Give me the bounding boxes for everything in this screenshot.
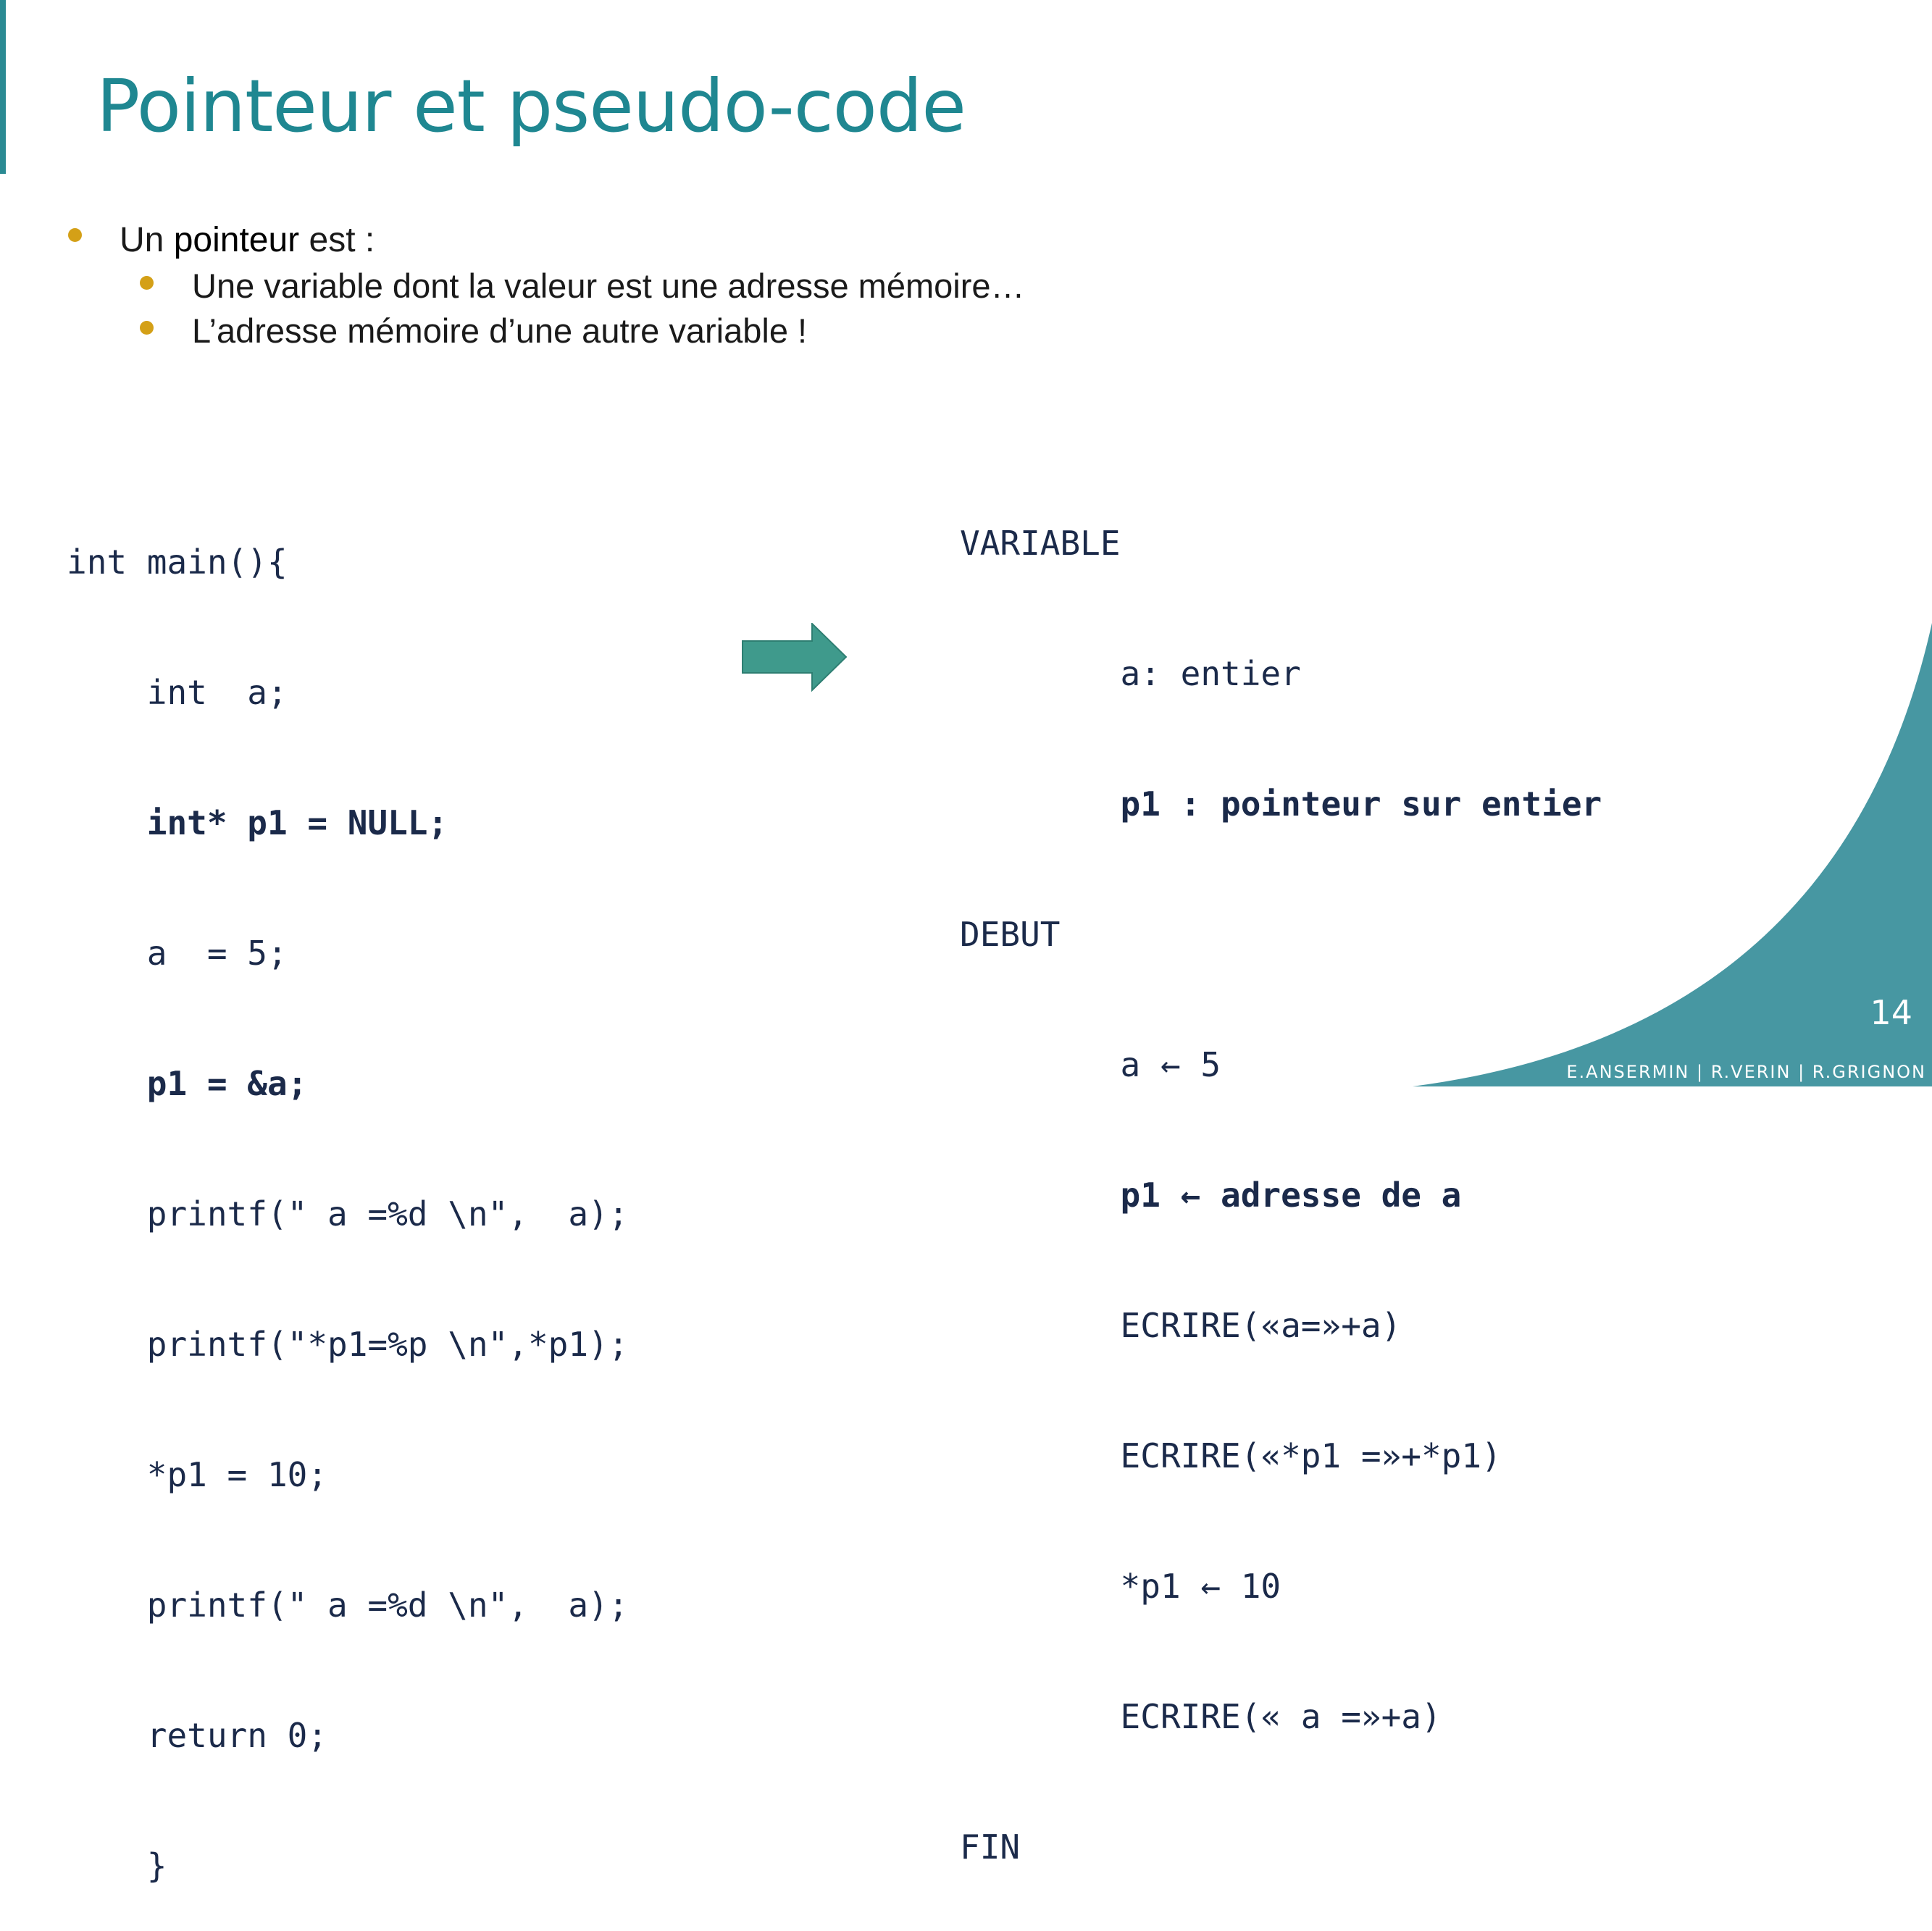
code-line: printf(" a =%d \n", a);	[67, 1586, 629, 1625]
code-line-highlighted: int* p1 = NULL;	[67, 803, 448, 842]
pseudo-line: a ← 5	[960, 1045, 1221, 1084]
page-number: 14	[1870, 993, 1912, 1032]
sub-bullet-text: L’adresse mémoire d’une autre variable !	[192, 311, 808, 350]
sub-bullet-address: L’adresse mémoire d’une autre variable !	[140, 309, 808, 353]
bullet-pointer-definition: Un pointeur est :	[68, 217, 375, 264]
pseudo-line: a: entier	[960, 654, 1301, 693]
sub-bullet-variable: Une variable dont la valeur est une adre…	[140, 264, 1025, 309]
bullet-dot-icon	[68, 228, 82, 242]
right-arrow-icon	[742, 623, 848, 692]
pseudo-line: *p1 ← 10	[960, 1567, 1281, 1606]
sub-bullet-text: Une variable dont la valeur est une adre…	[192, 267, 1025, 305]
code-line: }	[67, 1846, 167, 1885]
pseudo-line: FIN	[960, 1827, 1021, 1867]
bullet-dot-icon	[140, 276, 154, 290]
bullet-prefix: Un	[120, 221, 174, 259]
footer-authors: E.ANSERMIN | R.VERIN | R.GRIGNON	[1566, 1062, 1926, 1082]
code-line-highlighted: p1 = &a;	[67, 1064, 308, 1103]
bullet-keyword-pointeur: pointeur	[173, 221, 300, 259]
pseudo-code-block: VARIABLE a: entier p1 : pointeur sur ent…	[960, 435, 1602, 1912]
c-code-block: int main(){ int a; int* p1 = NULL; a = 5…	[67, 453, 628, 1931]
pseudo-line: DEBUT	[960, 915, 1061, 954]
code-line: printf(" a =%d \n", a);	[67, 1194, 629, 1233]
code-line: int main(){	[67, 543, 288, 582]
title-accent-bar	[0, 0, 6, 174]
code-line: int a;	[67, 673, 288, 712]
pseudo-line: ECRIRE(«*p1 =»+*p1)	[960, 1436, 1502, 1475]
pseudo-line-highlighted: p1 : pointeur sur entier	[960, 784, 1602, 824]
code-line: printf("*p1=%p \n",*p1);	[67, 1325, 629, 1364]
code-line: a = 5;	[67, 934, 288, 973]
bullet-dot-icon	[140, 321, 154, 335]
pseudo-line: VARIABLE	[960, 524, 1121, 563]
code-line: *p1 = 10;	[67, 1455, 328, 1494]
pseudo-line: ECRIRE(«a=»+a)	[960, 1306, 1402, 1345]
pseudo-line-highlighted: p1 ← adresse de a	[960, 1176, 1462, 1215]
code-line: return 0;	[67, 1716, 328, 1755]
bullet-suffix: est :	[299, 221, 375, 259]
slide-title: Pointeur et pseudo-code	[96, 64, 966, 148]
pseudo-line: ECRIRE(« a =»+a)	[960, 1697, 1442, 1736]
